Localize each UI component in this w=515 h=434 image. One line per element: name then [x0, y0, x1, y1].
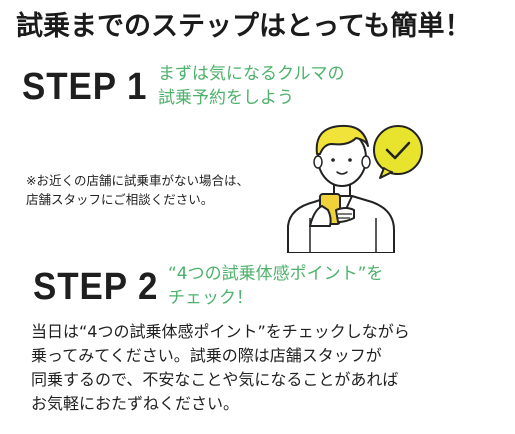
step1-label: STEP 1: [22, 66, 148, 108]
step1-desc-line: 試乗予約をしよう: [158, 88, 294, 108]
person-holding-phone-illustration: [287, 124, 423, 253]
step2-body: 当日は“4つの試乗体感ポイント”をチェックしながら 乗ってみてください。試乗の際…: [31, 320, 410, 416]
body-line: 乗ってみてください。試乗の際は店舗スタッフが: [31, 346, 382, 365]
body-line: お気軽におたずねください。: [31, 394, 240, 413]
checkmark-bubble-icon: [373, 125, 423, 179]
note-line: ※お近くの店舗に試乗車がない場合は、: [26, 173, 249, 188]
step2-label: STEP 2: [33, 266, 159, 308]
body-line: 当日は“4つの試乗体感ポイント”をチェックしながら: [31, 322, 410, 341]
store-note: ※お近くの店舗に試乗車がない場合は、 店舗スタッフにご相談ください。: [26, 171, 249, 209]
step1-description: まずは気になるクルマの 試乗予約をしよう: [158, 62, 345, 110]
note-line: 店舗スタッフにご相談ください。: [26, 192, 214, 207]
step1-desc-line: まずは気になるクルマの: [158, 64, 345, 84]
page-title: 試乗までのステップはとっても簡単！: [16, 11, 472, 42]
step2-desc-line: “4つの試乗体感ポイント”を: [168, 264, 384, 284]
body-line: 同乗するので、不安なことや気になることがあれば: [31, 370, 399, 389]
step2-desc-line: チェック！: [168, 288, 253, 308]
step2-description: “4つの試乗体感ポイント”を チェック！: [168, 262, 383, 310]
